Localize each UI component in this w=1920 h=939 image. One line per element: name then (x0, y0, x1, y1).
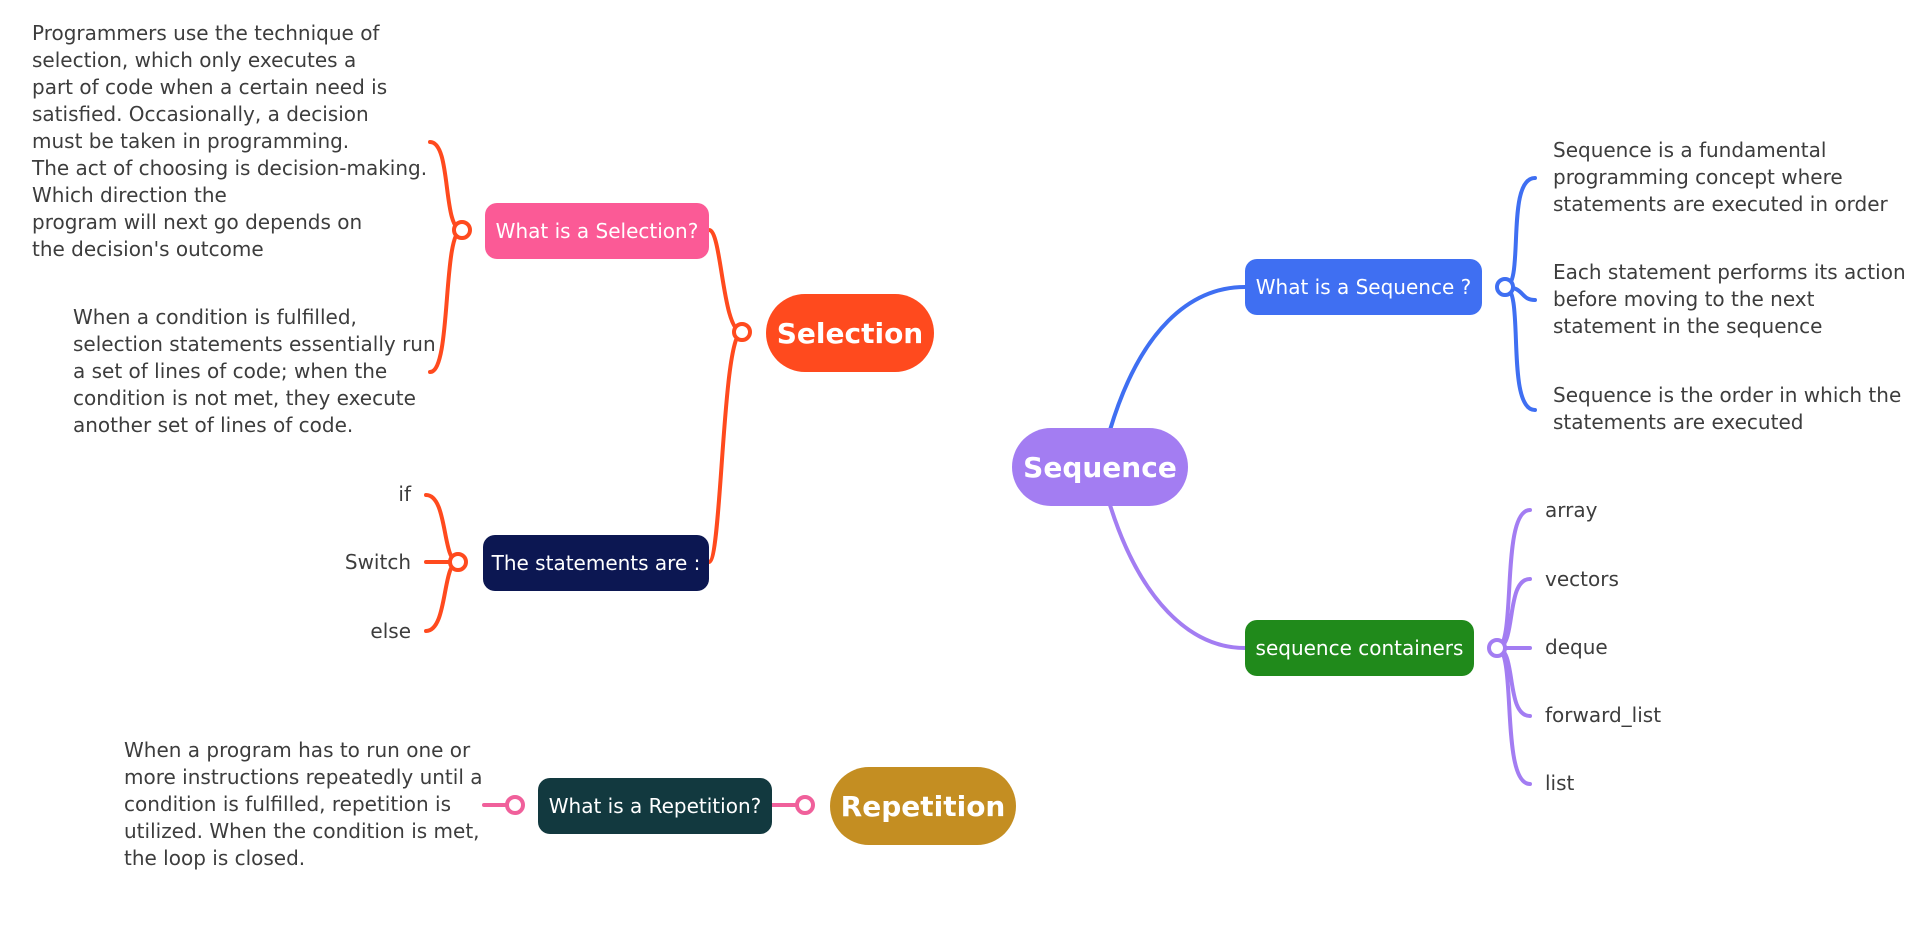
sequence-containers-node[interactable]: sequence containers (1245, 620, 1474, 676)
statements-node[interactable]: The statements are : (483, 535, 709, 591)
containers-to-forward-list-line (1495, 646, 1532, 718)
sequence-topic[interactable]: Sequence (1012, 428, 1188, 506)
repetition-question-node[interactable]: What is a Repetition? (538, 778, 772, 834)
question-to-answer1-line (428, 140, 464, 232)
statement-item-if: if (398, 482, 411, 506)
selection-question-junction-dot (452, 220, 472, 240)
selection-to-question-line (707, 228, 744, 334)
container-item-deque: deque (1545, 635, 1608, 659)
sequence-to-question-line (1108, 285, 1247, 432)
statements-to-else-line (424, 560, 460, 633)
selection-answer-1: Programmers use the technique of selecti… (32, 21, 428, 261)
sequence-to-containers-line (1108, 503, 1247, 650)
sequence-question-node[interactable]: What is a Sequence ? (1245, 259, 1482, 315)
container-item-array: array (1545, 498, 1598, 522)
selection-answer-2: When a condition is fulfilled, selection… (73, 305, 436, 437)
statements-junction-dot (448, 552, 468, 572)
container-item-forward-list: forward_list (1545, 703, 1662, 727)
container-item-vectors: vectors (1545, 567, 1619, 591)
sequence-answer-3: Sequence is the order in which the state… (1553, 383, 1902, 434)
repetition-answer: When a program has to run one or more in… (124, 738, 483, 870)
containers-junction-dot (1487, 638, 1507, 658)
sequence-answer-2: Each statement performs its action befor… (1553, 260, 1906, 338)
selection-junction-dot (732, 322, 752, 342)
selection-to-statements-line (707, 330, 744, 564)
seq-question-junction-dot (1495, 277, 1515, 297)
repetition-topic[interactable]: Repetition (830, 767, 1016, 845)
seq-question-to-answer1-line (1503, 176, 1537, 289)
statement-item-switch: Switch (344, 550, 411, 574)
repetition-junction-dot (795, 795, 815, 815)
statements-to-if-line (424, 493, 460, 564)
repetition-question-junction-dot (505, 795, 525, 815)
container-item-list: list (1545, 771, 1575, 795)
containers-to-vectors-line (1495, 577, 1532, 650)
selection-topic[interactable]: Selection (766, 294, 934, 372)
selection-question-node[interactable]: What is a Selection? (485, 203, 709, 259)
seq-question-to-answer3-line (1503, 285, 1537, 412)
statement-item-else: else (370, 619, 411, 643)
sequence-answer-1: Sequence is a fundamental programming co… (1553, 138, 1888, 216)
